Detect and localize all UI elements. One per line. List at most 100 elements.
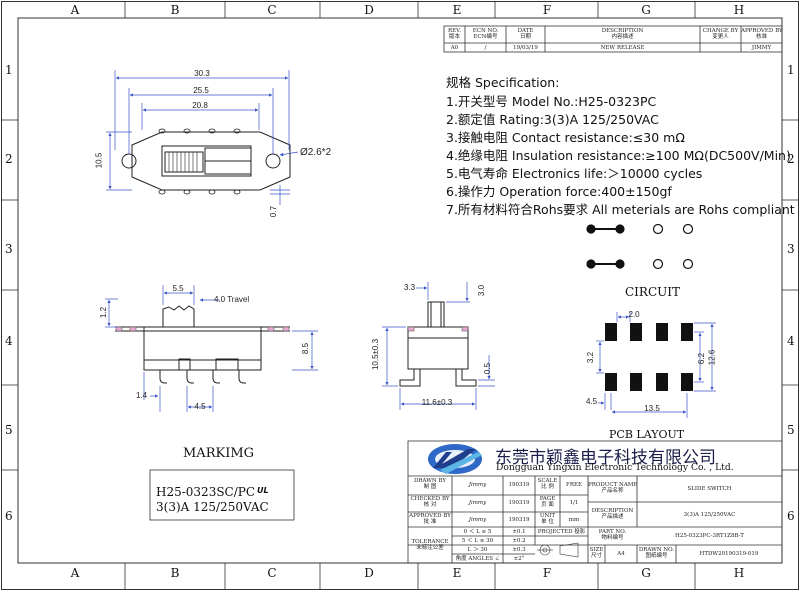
zone-row-5-left: 5	[5, 423, 13, 437]
dim-pcb-length: 13.5	[644, 404, 660, 413]
pcb-dimensions	[596, 312, 716, 418]
marking-line-1: H25-0323SC/PC	[156, 485, 256, 499]
zone-row-2-left: 2	[5, 152, 13, 166]
zone-col-a-top: A	[70, 3, 80, 17]
dim-pin-offset: 1.4	[136, 391, 148, 400]
zone-row-5-right: 5	[787, 423, 795, 437]
tb-projected-label: PROJECTED 投影	[537, 529, 586, 535]
circuit-schematic	[586, 223, 694, 270]
tb-checked-by-sign: Jimmy	[468, 500, 487, 506]
tb-part-no-label: PART NO.物料编号	[598, 529, 627, 541]
marking-box	[149, 469, 295, 521]
spec-item-7: 7.所有材料符合Rohs要求 All meterials are Rohs co…	[446, 202, 795, 217]
tb-scale-value: FREE	[566, 482, 582, 488]
pcb-layout-label: PCB LAYOUT	[609, 428, 685, 441]
tb-tolerance-range-3: L ＞ 30	[467, 547, 488, 553]
tb-drawn-by-sign: Jimmy	[468, 482, 487, 488]
zone-col-c-bottom: C	[267, 566, 277, 580]
front-view-dimensions	[105, 285, 318, 412]
tb-description-value: 3(3)A 125/250VAC	[683, 512, 736, 518]
revision-table-grid	[443, 25, 783, 53]
zone-row-3-right: 3	[787, 242, 795, 256]
zone-col-g-bottom: G	[641, 566, 651, 580]
dim-knob-top: 3.0	[477, 284, 487, 297]
inner-frame	[17, 17, 783, 564]
zone-row-6-left: 6	[5, 509, 13, 523]
rev-cell-description: NEW RELEASE	[600, 45, 645, 51]
tb-tolerance-value-3: ±0.3	[512, 547, 526, 553]
dim-hole-span: 25.5	[193, 86, 209, 95]
spec-item-5: 5.电气寿命 Electronics life:＞10000 cycles	[446, 166, 703, 181]
dim-pcb-outer: 12.6	[707, 349, 717, 366]
zone-col-d-bottom: D	[364, 566, 374, 580]
tb-tolerance-range-2: 5 ＜ L ≤ 30	[461, 538, 494, 544]
spec-item-2: 2.额定值 Rating:3(3)A 125/250VAC	[446, 112, 659, 127]
tb-tolerance-value-1: ±0.1	[512, 529, 526, 535]
tb-tolerance-range-1: 0 ＜ L ≤ 5	[463, 529, 492, 535]
dim-knob-left: 3.3	[404, 283, 416, 292]
tb-approved-by-date: 190319	[508, 517, 530, 523]
zone-col-c-top: C	[267, 3, 277, 17]
ul-cert-mark: UL	[257, 486, 269, 495]
zone-col-f-bottom: F	[542, 566, 552, 580]
company-logo-icon	[428, 444, 482, 474]
zone-row-6-right: 6	[787, 509, 795, 523]
tb-tolerance-value-2: ±0.2	[512, 538, 526, 544]
zone-row-3-left: 3	[5, 242, 13, 256]
company-name-en: Dongguan Yingxin Electronic Technology C…	[496, 462, 734, 473]
rev-cell-approved-by: JIMMY	[751, 45, 772, 51]
zone-col-e-top: E	[452, 3, 462, 17]
dim-side-width: 11.6±0.3	[421, 398, 453, 407]
dim-travel: 4.0 Travel	[214, 295, 250, 304]
dim-pcb-pitch: 2.0	[628, 310, 640, 319]
tb-page-value: 1/1	[569, 500, 579, 506]
top-view-dimensions	[106, 70, 299, 205]
side-view-dimensions	[382, 282, 495, 410]
zone-col-d-top: D	[364, 3, 374, 17]
top-view-pins	[158, 128, 241, 195]
tb-approved-by-sign: Jimmy	[468, 517, 487, 523]
zone-row-1-left: 1	[5, 63, 13, 77]
zone-col-h-bottom: H	[733, 566, 745, 580]
dim-knob-width: 5.5	[172, 284, 184, 293]
tb-product-name-value: SLIDE SWITCH	[687, 486, 732, 492]
top-view-slider-ribs	[168, 152, 198, 172]
tb-tolerance-value-angle: ±2°	[513, 556, 525, 562]
dim-top-offset: 0.7	[269, 205, 279, 218]
dim-pcb-row-span: 6.2	[697, 352, 707, 365]
tb-drawn-by-date: 190319	[508, 482, 530, 488]
zone-row-4-left: 4	[5, 334, 13, 348]
rev-cell-date: 19/03/19	[513, 45, 538, 51]
zone-row-4-right: 4	[787, 334, 795, 348]
spec-item-1: 1.开关型号 Model No.:H25-0323PC	[446, 94, 657, 109]
rev-cell-ecn: /	[484, 45, 487, 51]
front-view-pin-markers	[115, 326, 290, 332]
side-view-markers	[407, 326, 469, 332]
tb-drawing-no-label: DRAWN NO.图纸编号	[638, 547, 675, 559]
pcb-pads	[605, 323, 693, 391]
zone-row-1-right: 1	[787, 63, 795, 77]
dim-pcb-inner: 3.2	[586, 351, 596, 364]
dim-side-height: 10.5±0.3	[371, 338, 381, 371]
zone-col-f-top: F	[542, 3, 552, 17]
front-view-outline	[115, 305, 290, 371]
top-view-outline	[121, 131, 291, 191]
dim-pin-pitch: 4.5	[194, 402, 206, 411]
zone-col-b-bottom: B	[170, 566, 180, 580]
zone-row-2-right: 2	[787, 152, 795, 166]
tb-part-no-value: H25-0323PC-3RT1Z8B-T	[675, 533, 744, 539]
spec-item-6: 6.操作力 Operation force:400±150gf	[446, 184, 672, 199]
projection-symbol	[537, 542, 579, 558]
zone-col-e-bottom: E	[452, 566, 462, 580]
